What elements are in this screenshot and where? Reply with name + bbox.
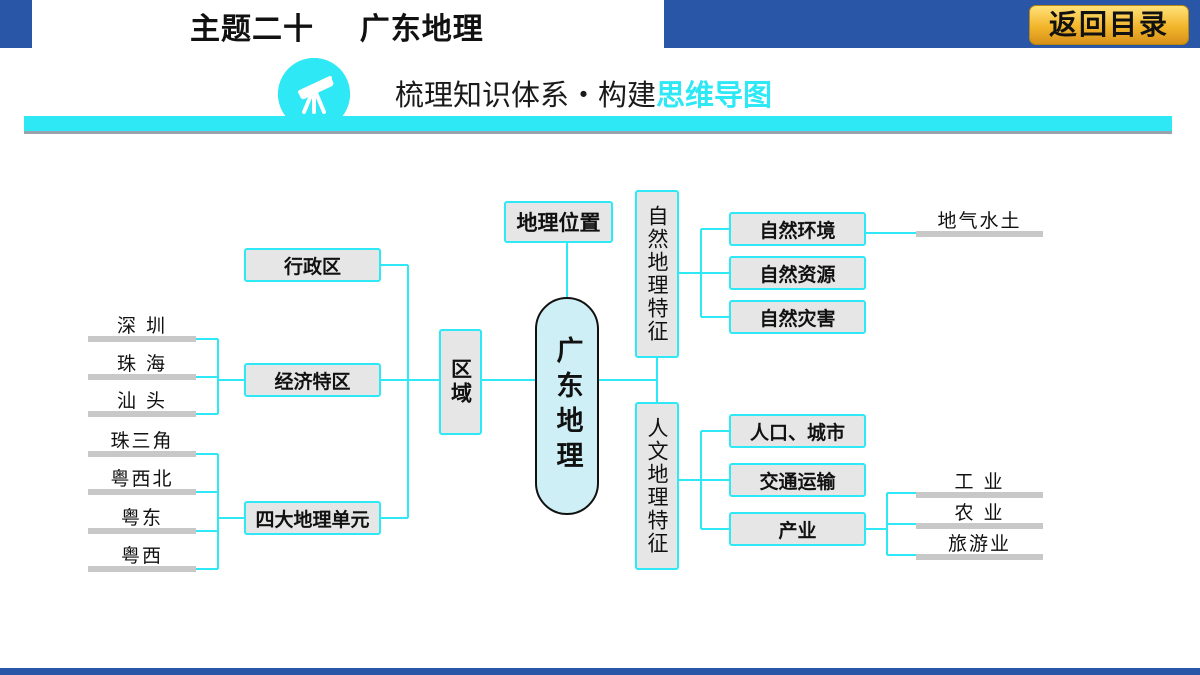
- telescope-emblem: [278, 58, 350, 130]
- node-special-economic-zone: 经济特区: [244, 363, 381, 397]
- page-title: 主题二十 广东地理: [190, 12, 484, 47]
- section-band-shadow: [24, 131, 1172, 134]
- section-title-main: 梳理知识体系・构建: [395, 78, 657, 112]
- leaf-sez-city: 珠 海: [88, 355, 196, 380]
- node-transportation: 交通运输: [729, 463, 866, 497]
- leaf-industry-type: 旅游业: [916, 535, 1043, 560]
- node-natural-hazards: 自然灾害: [729, 300, 866, 334]
- node-human-features: 人文地理特征: [635, 402, 679, 570]
- leaf-industry-type: 工 业: [916, 473, 1043, 498]
- section-title-highlight: 思维导图: [656, 78, 773, 112]
- node-admin-division: 行政区: [244, 248, 381, 282]
- telescope-icon: [278, 58, 350, 130]
- node-region: 区域: [439, 329, 482, 435]
- footer-bar: [0, 668, 1200, 675]
- node-natural-environment: 自然环境: [729, 212, 866, 246]
- leaf-geographic-unit: 粤西: [88, 547, 196, 572]
- node-population-cities: 人口、城市: [729, 414, 866, 448]
- leaf-sez-city: 深 圳: [88, 317, 196, 342]
- section-title: 梳理知识体系・构建思维导图: [395, 72, 772, 114]
- leaf-industry-type: 农 业: [916, 504, 1043, 529]
- leaf-geographic-unit: 珠三角: [88, 432, 196, 457]
- leaf-sez-city: 汕 头: [88, 392, 196, 417]
- leaf-geographic-unit: 粤东: [88, 509, 196, 534]
- node-industry: 产业: [729, 512, 866, 546]
- center-node-guangdong-geography: 广东地理: [535, 297, 599, 515]
- title-panel: [32, 0, 664, 48]
- leaf-geographic-unit: 粤西北: [88, 470, 196, 495]
- node-location: 地理位置: [504, 201, 613, 243]
- node-natural-features: 自然地理特征: [635, 190, 679, 358]
- node-natural-resources: 自然资源: [729, 256, 866, 290]
- back-to-contents-button[interactable]: 返回目录: [1029, 5, 1189, 45]
- node-four-geographic-units: 四大地理单元: [244, 501, 381, 535]
- leaf-environment-elements: 地气水土: [916, 212, 1043, 237]
